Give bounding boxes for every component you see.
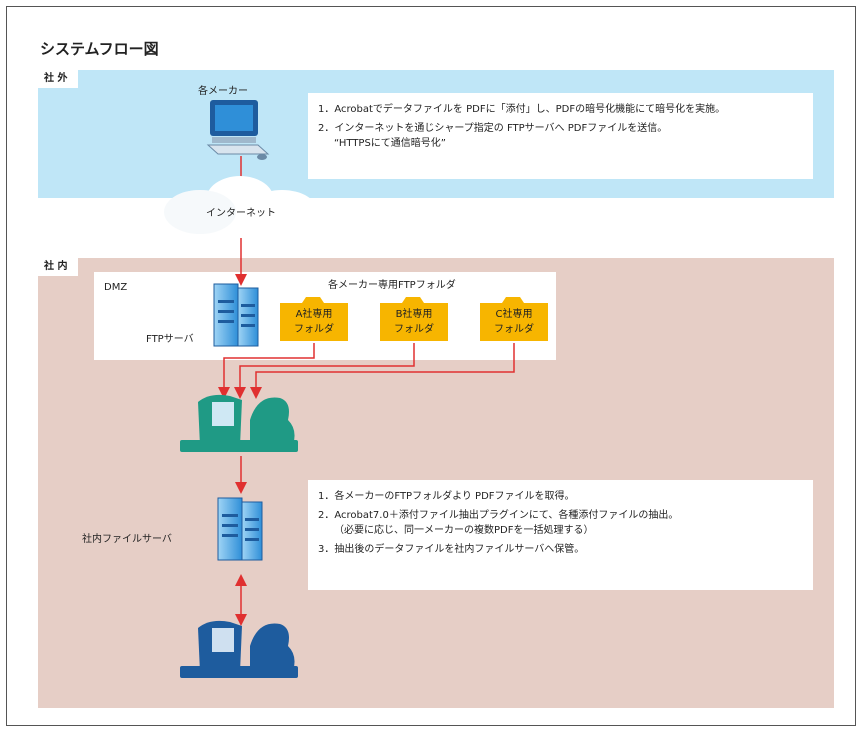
folder-b-line2: フォルダ (394, 324, 434, 335)
folder-arrows (218, 343, 515, 399)
maker-pc-icon (206, 100, 270, 160)
folder-a-line1: A社専用 (295, 309, 333, 320)
inside-note-1: 1．各メーカーのFTPフォルダより PDFファイルを取得。 (318, 491, 575, 502)
outside-note-1: 1．Acrobatでデータファイルを PDFに「添付」し、PDFの暗号化機能にて… (318, 104, 726, 115)
ftp-server-label: FTPサーバ (146, 334, 194, 345)
ftp-server-icon (213, 283, 259, 347)
inside-note-2: 2．Acrobat7.0＋添付ファイル抽出プラグインにて、各種添付ファイルの抽出… (318, 510, 679, 521)
folder-icon (380, 297, 448, 341)
ftp-folders-heading: 各メーカー専用FTPフォルダ (328, 280, 456, 291)
file-server-label: 社内ファイルサーバ (82, 534, 172, 545)
inside-zone-tab: 社 内 (38, 258, 78, 276)
folder-a-line2: フォルダ (294, 324, 334, 335)
folder-icon (280, 297, 348, 341)
folder-c-line2: フォルダ (494, 324, 534, 335)
folder-c-line1: C社専用 (495, 309, 533, 320)
arrow-folder-a (218, 343, 315, 399)
folder-b: B社専用フォルダ (378, 295, 450, 343)
page-title: システムフロー図 (40, 40, 159, 58)
dmz-label: DMZ (104, 282, 128, 293)
inside-note-3: （必要に応じ、同一メーカーの複数PDFを一括処理する） (334, 525, 594, 536)
folder-c: C社専用フォルダ (478, 295, 550, 343)
operator-teal-icon (180, 394, 298, 452)
folder-icon (480, 297, 548, 341)
inside-note-4: 3．抽出後のデータファイルを社内ファイルサーバへ保管。 (318, 544, 585, 555)
outside-note-2: 2．インターネットを通じシャープ指定の FTPサーバへ PDFファイルを送信。 (318, 123, 668, 134)
outside-note-3: “HTTPSにて通信暗号化” (334, 138, 446, 149)
operator-blue-icon (180, 620, 298, 678)
arrow-folder-b (234, 343, 415, 399)
page-frame (6, 6, 856, 726)
arrow-folder-c (250, 343, 515, 399)
inside-notes-box: 1．各メーカーのFTPフォルダより PDFファイルを取得。 2．Acrobat7… (308, 480, 813, 590)
internet-label: インターネット (206, 207, 276, 219)
outside-notes-box: 1．Acrobatでデータファイルを PDFに「添付」し、PDFの暗号化機能にて… (308, 93, 813, 179)
folder-b-line1: B社専用 (395, 309, 433, 320)
outside-zone-tab: 社 外 (38, 70, 78, 88)
maker-label: 各メーカー (198, 86, 248, 97)
folder-a: A社専用フォルダ (278, 295, 350, 343)
file-server-icon (217, 497, 263, 561)
internet-cloud-icon (164, 176, 318, 244)
